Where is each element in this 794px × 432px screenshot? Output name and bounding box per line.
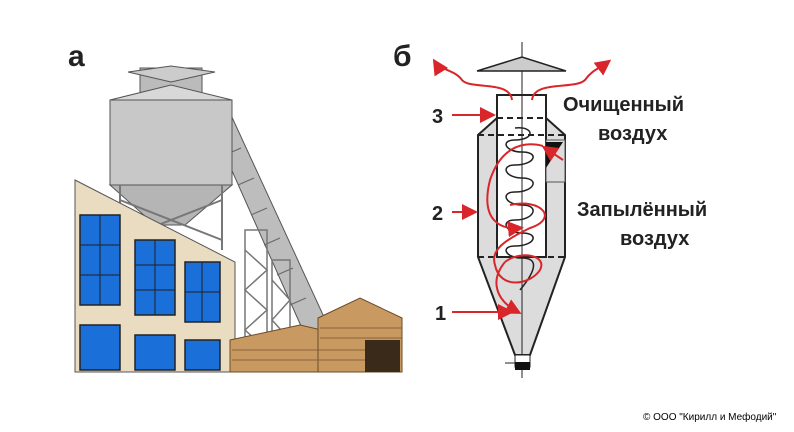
wooden-sheds bbox=[229, 297, 403, 373]
panel-b-letter: б bbox=[393, 40, 412, 73]
panel-a-letter: а bbox=[68, 40, 85, 73]
rain-cap bbox=[476, 56, 567, 72]
dusty-air-label-line2: воздух bbox=[620, 228, 689, 250]
dust-valve bbox=[505, 354, 531, 370]
clean-air-label-line1: Очищенный bbox=[563, 94, 684, 116]
window-frames bbox=[80, 215, 220, 322]
silo bbox=[108, 65, 234, 250]
swirl-flow-path bbox=[493, 202, 546, 284]
vortex-spiral bbox=[505, 127, 535, 291]
exhaust-right-arrow bbox=[531, 59, 612, 101]
silo-illustration bbox=[74, 65, 403, 373]
airflow-arrows bbox=[432, 58, 612, 320]
inlet-flow-arrow bbox=[541, 145, 564, 162]
dusty-air-label-line1: Запылённый bbox=[577, 199, 707, 221]
marker-1: 1 bbox=[435, 303, 446, 325]
exhaust-left-arrow bbox=[432, 58, 513, 101]
copyright-notice: © ООО "Кирилл и Мефодий" bbox=[643, 412, 777, 423]
swirl-flow-arrow bbox=[486, 143, 544, 238]
marker-2: 2 bbox=[432, 203, 443, 225]
marker-3: 3 bbox=[432, 106, 443, 128]
clean-air-label-line2: воздух bbox=[598, 123, 667, 145]
section-lines bbox=[478, 117, 565, 258]
cyclone bbox=[432, 42, 612, 378]
